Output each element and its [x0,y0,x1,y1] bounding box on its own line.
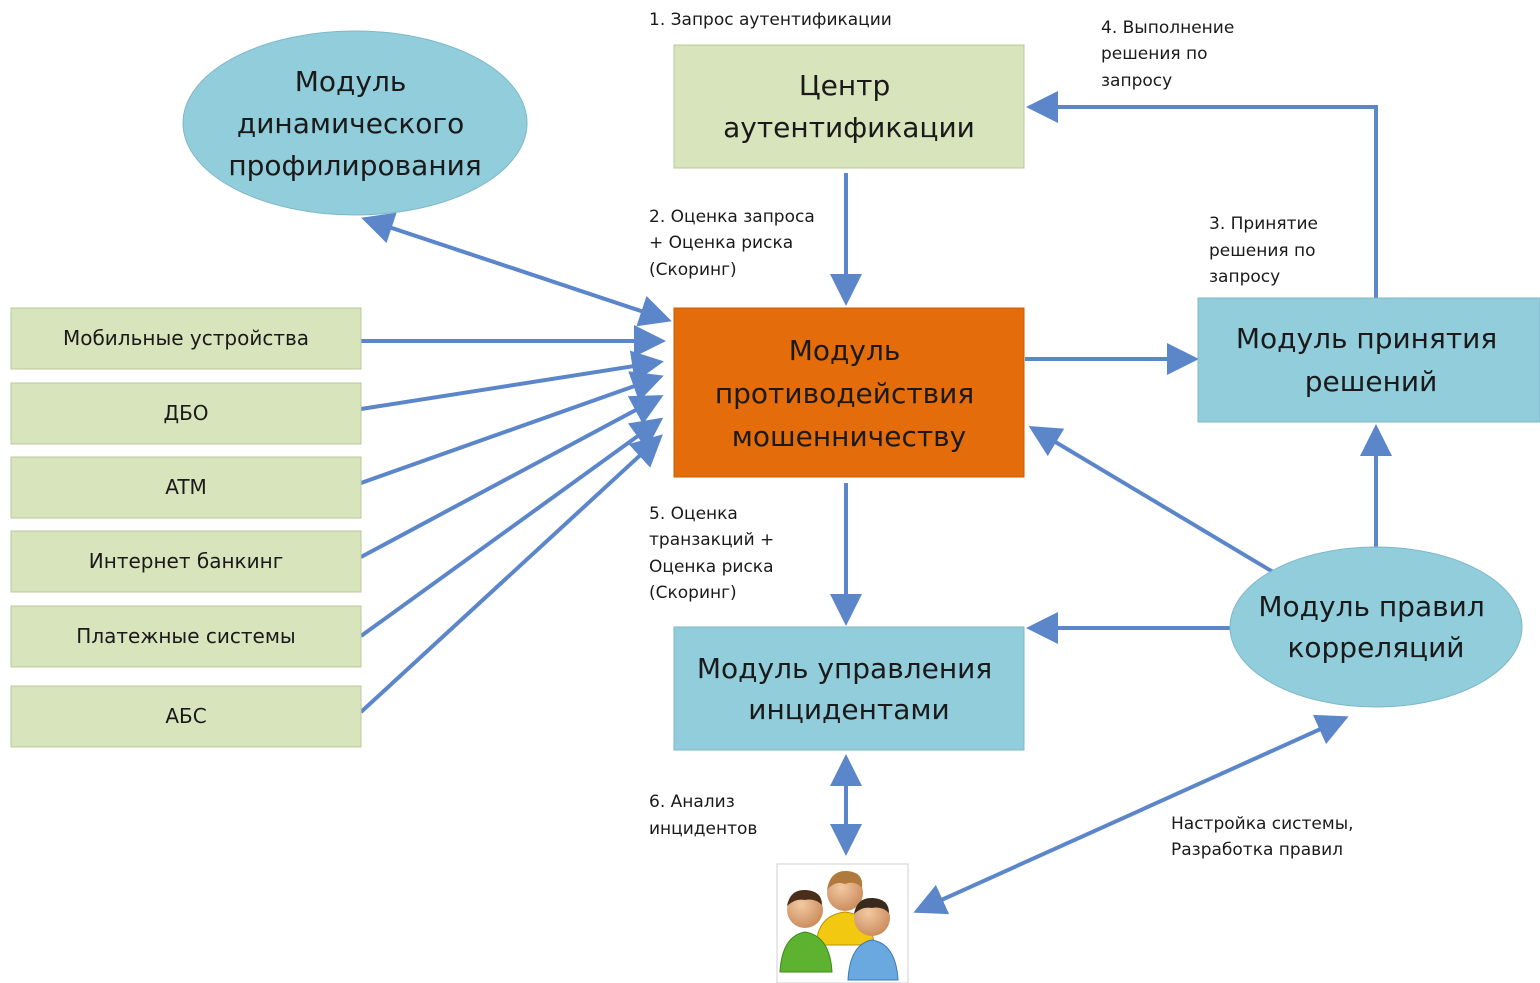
label-step1: 1. Запрос аутентификации [649,10,892,30]
arrow-correlation-to-antifraud [1028,425,1275,574]
label-step6: 6. Анализ инцидентов [649,792,757,839]
source-boxes: Мобильные устройства ДБО ATM Интернет ба… [10,307,362,748]
source-dbo: ДБО [10,382,362,445]
source-label-dbo: ДБО [163,401,208,425]
source-label-abs: АБС [165,704,206,728]
source-internet-banking: Интернет банкинг [10,530,362,593]
module-decision: Модуль принятия решений [1197,297,1540,423]
arrow-abs-to-antifraud [359,434,663,714]
arrow-payment-to-antifraud [359,417,664,638]
module-decision-label: Модуль принятия решений [1236,322,1506,398]
module-profiling: Модуль динамического профилирования [182,30,528,216]
arrow-profiling-antifraud [361,212,672,327]
module-incidents-label: Модуль управления инцидентами [697,652,1001,726]
arrow-decision-to-auth [1026,91,1378,298]
module-auth-center-label: Центр аутентификации [723,69,975,144]
label-step3: 3. Принятие решения по запросу [1209,214,1323,287]
users-group-icon [776,863,909,983]
arrow-internet-to-antifraud [360,395,664,559]
source-label-atm: ATM [165,475,207,499]
source-label-mobile: Мобильные устройства [63,326,309,350]
module-antifraud-label: Модуль противодействия мошенничеству [715,334,983,453]
module-antifraud: Модуль противодействия мошенничеству [673,307,1025,478]
arrow-analysts-correlation [913,714,1349,915]
label-step2: 2. Оценка запроса + Оценка риска (Скорин… [649,207,820,280]
arrow-atm-to-antifraud [360,371,664,485]
arrow-dbo-to-antifraud [360,350,664,411]
module-correlation-label: Модуль правил корреляций [1258,590,1493,664]
module-correlation: Модуль правил корреляций [1229,546,1523,708]
source-payment-systems: Платежные системы [10,605,362,668]
label-step5: 5. Оценка транзакций + Оценка риска (Ско… [649,504,780,603]
source-atm: ATM [10,456,362,519]
source-abs: АБС [10,685,362,748]
arrows [359,91,1392,915]
module-profiling-label: Модуль динамического профилирования [228,65,481,182]
module-incidents: Модуль управления инцидентами [673,626,1025,751]
source-label-payment-systems: Платежные системы [76,624,295,648]
source-label-internet-banking: Интернет банкинг [89,549,283,573]
label-step4: 4. Выполнение решения по запросу [1101,18,1240,91]
source-mobile: Мобильные устройства [10,307,362,370]
module-auth-center: Центр аутентификации [673,44,1025,169]
label-setup: Настройка системы, Разработка правил [1171,814,1359,860]
